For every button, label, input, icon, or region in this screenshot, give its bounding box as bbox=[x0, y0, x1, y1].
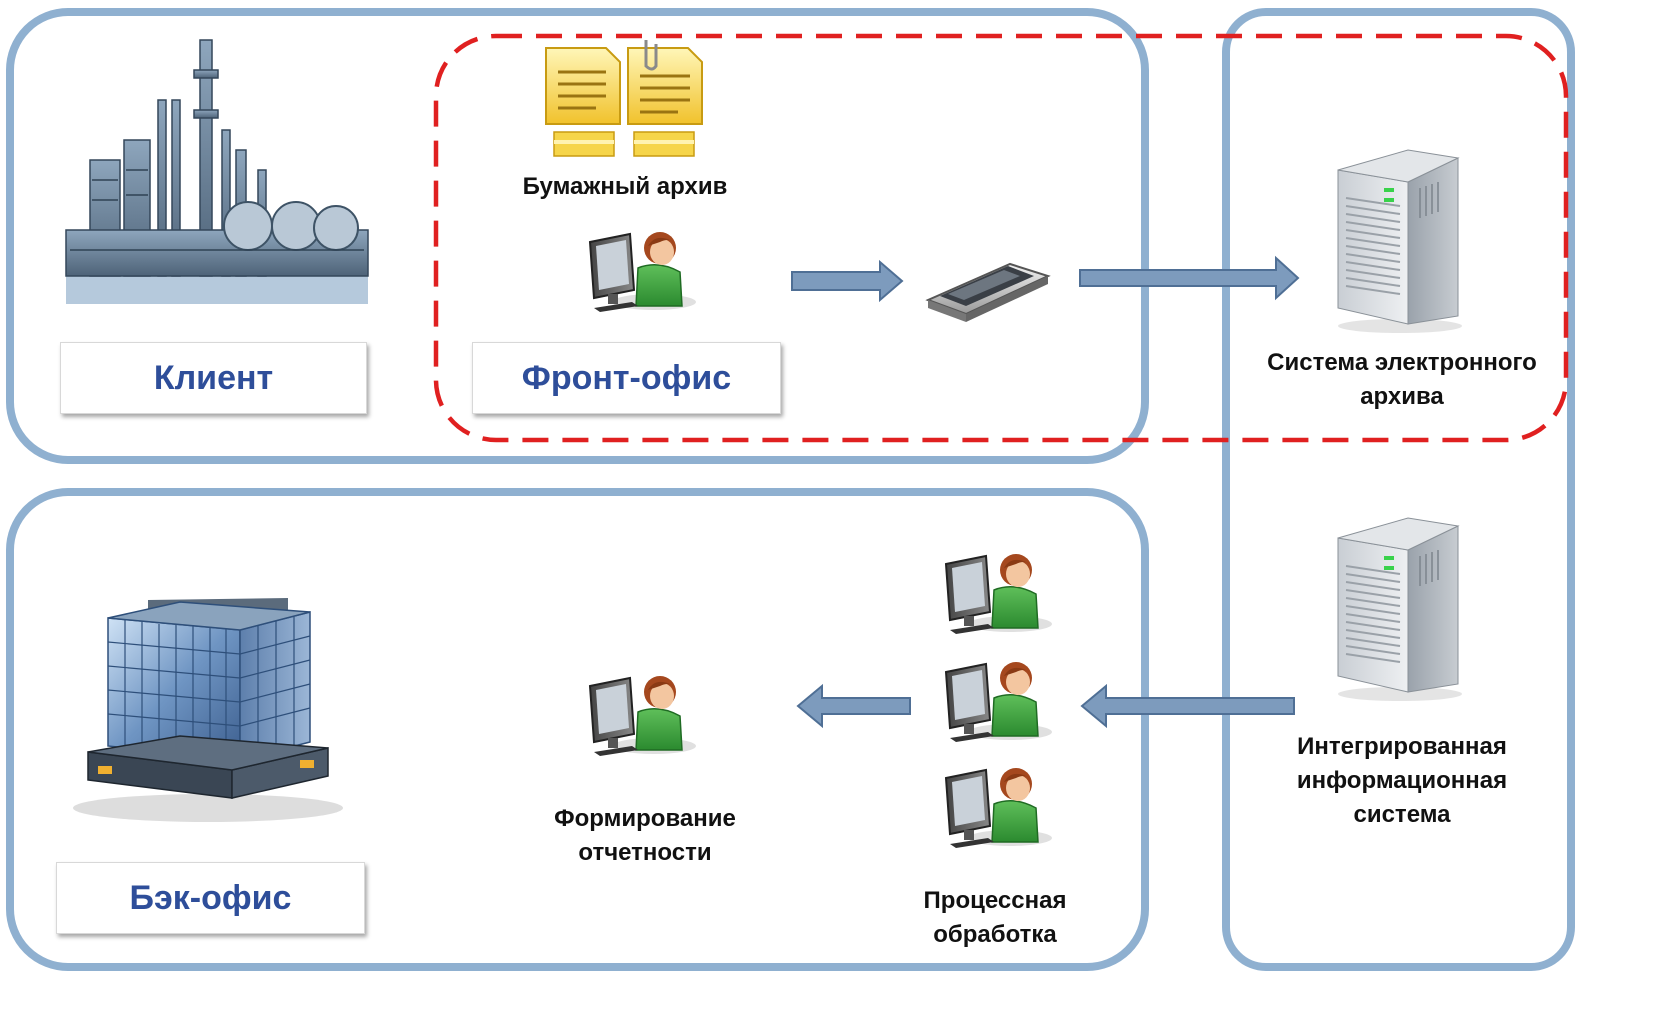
office-building-icon bbox=[73, 598, 343, 822]
paper-archive-caption: Бумажный архив bbox=[480, 170, 770, 204]
digitization-scope-dashed-frame bbox=[433, 33, 1569, 443]
scanner-icon bbox=[925, 262, 1051, 322]
factory-icon bbox=[65, 39, 369, 304]
arrow-to-scanner bbox=[791, 259, 904, 303]
server-icon bbox=[1337, 517, 1463, 702]
caption-line: архива bbox=[1360, 383, 1444, 410]
caption-line: обработка bbox=[933, 921, 1057, 948]
operator-icon bbox=[945, 767, 1053, 849]
operator-icon bbox=[945, 661, 1053, 743]
clipped-document-icon bbox=[627, 40, 703, 157]
client-front-frame bbox=[6, 8, 1149, 464]
arrow-to-processing bbox=[1080, 683, 1295, 729]
electronic-archive-caption: Система электронного архива bbox=[1232, 346, 1572, 414]
integrated-system-caption: Интегрированная информационная система bbox=[1232, 730, 1572, 832]
reporting-caption: Формирование отчетности bbox=[520, 802, 770, 870]
document-icon bbox=[545, 47, 621, 157]
caption-line: отчетности bbox=[578, 839, 712, 866]
caption-line: Интегрированная bbox=[1297, 733, 1507, 760]
client-label: Клиент bbox=[60, 342, 367, 414]
caption-line: система bbox=[1353, 801, 1451, 828]
caption-line: Формирование bbox=[554, 805, 736, 832]
operator-icon bbox=[945, 553, 1053, 635]
operator-icon bbox=[589, 231, 697, 313]
caption-line: Система электронного bbox=[1267, 349, 1537, 376]
caption-line: информационная bbox=[1296, 767, 1508, 794]
arrow-to-reporting bbox=[796, 683, 911, 729]
arrow-to-archive-system bbox=[1079, 255, 1300, 301]
front-office-label: Фронт-офис bbox=[472, 342, 781, 414]
processing-caption: Процессная обработка bbox=[880, 884, 1110, 952]
operator-icon bbox=[589, 675, 697, 757]
systems-frame bbox=[1222, 8, 1575, 971]
back-office-frame bbox=[6, 488, 1149, 971]
caption-line: Процессная bbox=[923, 887, 1067, 914]
paper-archive-text: Бумажный архив bbox=[522, 173, 728, 200]
back-office-label: Бэк-офис bbox=[56, 862, 365, 934]
server-icon bbox=[1337, 149, 1463, 334]
